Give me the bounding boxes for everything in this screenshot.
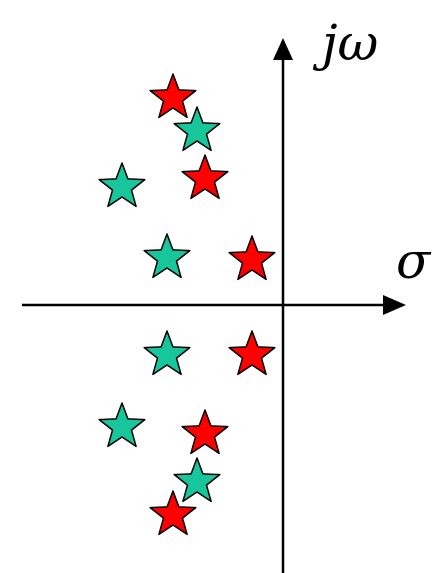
teal-star-3 bbox=[143, 233, 191, 279]
teal-star-6 bbox=[173, 457, 221, 503]
real-axis-arrowhead bbox=[383, 295, 406, 315]
red-star-3 bbox=[228, 235, 276, 281]
teal-star-2 bbox=[98, 162, 146, 208]
red-star-5 bbox=[181, 409, 229, 455]
imaginary-axis-arrowhead bbox=[273, 38, 293, 60]
pole-zero-markers bbox=[98, 73, 276, 536]
real-axis-label: σ bbox=[396, 232, 432, 290]
teal-star-5 bbox=[98, 402, 146, 448]
teal-star-4 bbox=[143, 330, 191, 376]
red-star-4 bbox=[228, 330, 276, 376]
imaginary-axis-label: jω bbox=[312, 14, 378, 72]
teal-star-1 bbox=[173, 106, 221, 152]
red-star-6 bbox=[149, 490, 197, 536]
red-star-1 bbox=[149, 73, 197, 119]
red-star-2 bbox=[181, 154, 229, 200]
